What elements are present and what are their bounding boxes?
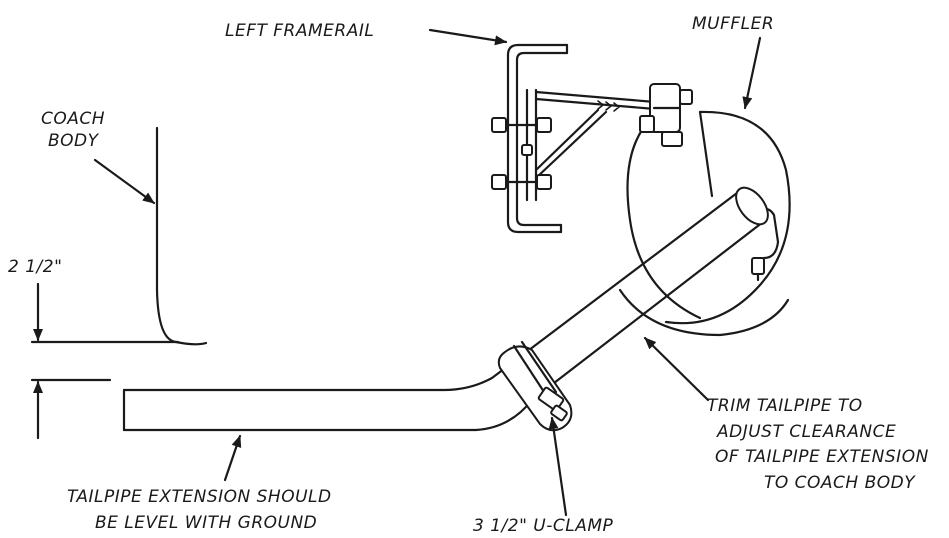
uclamp-label: 3 1/2" U-CLAMP: [473, 516, 614, 536]
muffler-label: MUFFLER: [692, 14, 774, 34]
u-clamp: [497, 340, 573, 432]
left-framerail: [506, 43, 569, 234]
bracket-bolts: [491, 117, 552, 190]
trim-note-line4: TO COACH BODY: [764, 473, 916, 493]
dimension-marker: [30, 282, 180, 440]
coach-body-label-line2: BODY: [48, 131, 100, 151]
trim-note-line2: ADJUST CLEARANCE: [716, 422, 896, 442]
coach-body-label-line1: COACH: [41, 109, 105, 129]
leader-arrows: [93, 28, 762, 517]
level-note-line1: TAILPIPE EXTENSION SHOULD: [67, 487, 332, 507]
tailpipe: [122, 186, 769, 432]
trim-note-line3: OF TAILPIPE EXTENSION: [715, 447, 929, 467]
trim-note-line1: TRIM TAILPIPE TO: [707, 396, 863, 416]
level-note-line2: BE LEVEL WITH GROUND: [95, 513, 317, 533]
coach-body-outline: [155, 126, 208, 346]
dimension-label: 2 1/2": [8, 257, 62, 277]
left-framerail-label: LEFT FRAMERAIL: [225, 21, 374, 41]
muffler-hanger: [639, 83, 693, 147]
